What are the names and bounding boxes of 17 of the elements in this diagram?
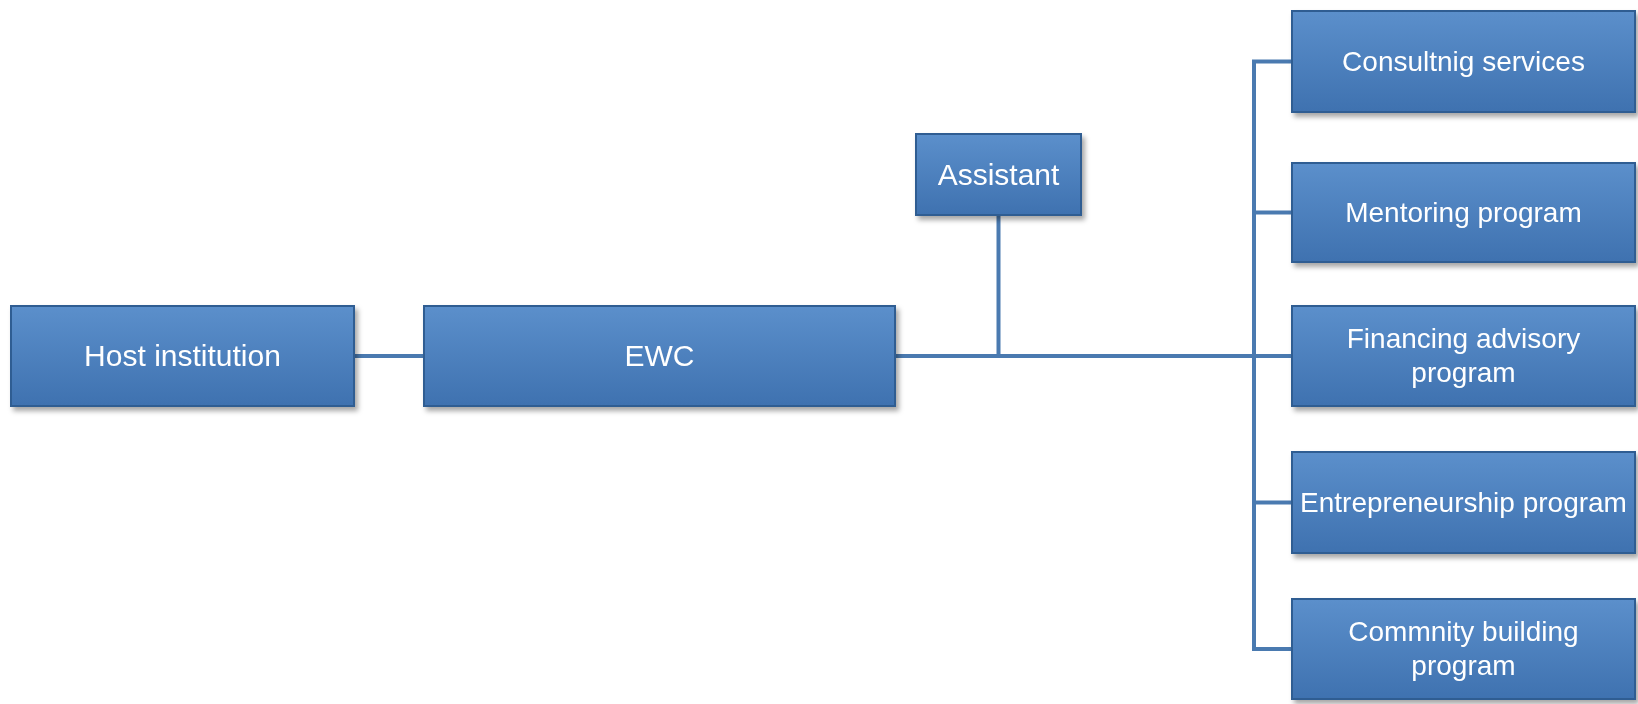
connector-line [355,354,423,358]
box-label: Commnity building program [1347,615,1580,683]
org-box [423,305,896,407]
org-box [1291,598,1636,700]
org-box [10,305,355,407]
box-label: Entrepreneurship program [1300,485,1627,520]
org-box [1291,305,1636,407]
box-label: EWC [624,338,695,374]
box-label: Consultnig services [1342,44,1585,79]
box-label: Assistant [937,156,1060,193]
org-box [915,133,1082,216]
org-box [1291,162,1636,263]
org-box [1291,451,1636,554]
box-label: Host institution [84,338,281,374]
box-label: Financing advisory program [1345,322,1582,390]
box-label: Mentoring program [1345,195,1582,230]
org-box [1291,10,1636,113]
